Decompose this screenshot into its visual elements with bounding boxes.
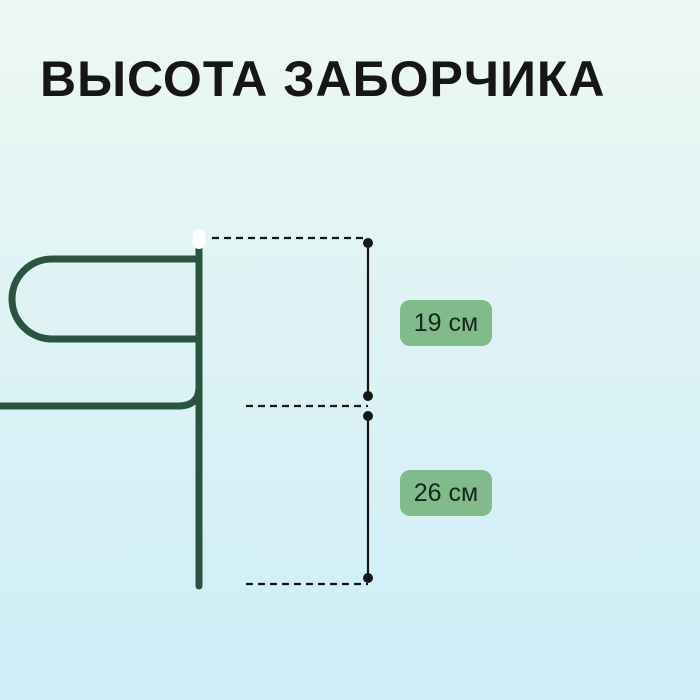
fence-bottom-rail <box>0 383 203 410</box>
fence-post-cap-icon <box>192 229 206 249</box>
dot-top-19 <box>363 238 373 248</box>
measurement-label-26: 26 см <box>413 478 479 507</box>
dot-bottom-19 <box>363 391 373 401</box>
measurement-badge-26: 26 см <box>400 470 492 516</box>
fence-hairpin-rail <box>8 255 203 343</box>
page-title: ВЫСОТА ЗАБОРЧИКА <box>40 51 606 107</box>
dimension-lines <box>212 236 370 586</box>
measurement-label-19: 19 см <box>413 308 479 337</box>
measurement-badge-19: 19 см <box>400 300 492 346</box>
dot-top-26 <box>363 411 373 421</box>
dot-bottom-26 <box>363 573 373 583</box>
dimension-endpoint-dots <box>363 238 373 583</box>
fence-illustration <box>0 239 203 590</box>
